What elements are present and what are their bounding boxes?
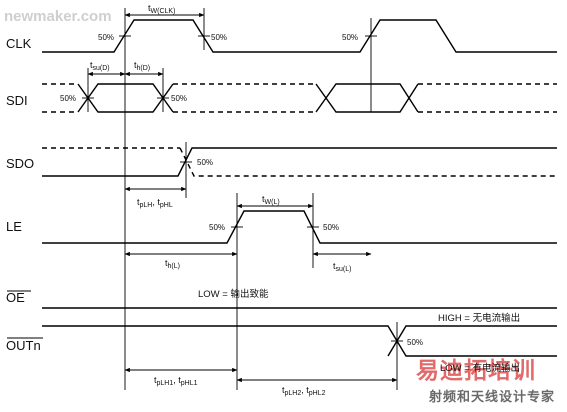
- pct-clk-rise-2: 50%: [342, 33, 358, 42]
- th-d-label: th(D): [134, 60, 150, 72]
- sdo-before-lower: [42, 147, 557, 177]
- signal-label-oe: OE: [6, 290, 25, 305]
- signal-label-sdi: SDI: [6, 93, 28, 108]
- sdi-data-valid-2: [315, 83, 419, 113]
- tp-sdo-label: tpLH, tpHL: [137, 197, 173, 209]
- th-le-label: th(L): [165, 258, 180, 270]
- pct-sdi-end: 50%: [171, 94, 187, 103]
- tp2-label: tpLH2, tpHL2: [282, 385, 326, 397]
- signal-label-sdo: SDO: [6, 156, 34, 171]
- pct-outn: 50%: [407, 338, 423, 347]
- signal-label-clk: CLK: [6, 36, 32, 51]
- le-waveform: [42, 210, 557, 244]
- tsu-le-label: tsu(L): [333, 261, 351, 273]
- sdi-dont-care-1: [42, 83, 316, 113]
- pct-clk-fall: 50%: [211, 33, 227, 42]
- threshold-marks: [82, 35, 403, 342]
- pct-clk-rise: 50%: [98, 33, 114, 42]
- tw-le-label: tW(L): [262, 194, 280, 206]
- signal-label-outn: OUTn: [6, 338, 41, 353]
- watermark-text: newmaker.com: [4, 8, 112, 25]
- sdi-dont-care-2: [418, 83, 557, 113]
- tw-clk-label: tW(CLK): [148, 3, 175, 15]
- oe-low-note: LOW = 输出致能: [198, 288, 269, 300]
- tp1-label: tpLH1, tpHL1: [154, 375, 198, 387]
- pct-le-rise: 50%: [209, 223, 225, 232]
- watermark-brand: 易迪拓培训: [416, 357, 536, 383]
- pct-sdi-start: 50%: [60, 94, 76, 103]
- outn-high-note: HIGH = 无电流输出: [438, 312, 520, 324]
- outn-waveform-low: [387, 325, 557, 357]
- outn-waveform-high: [42, 325, 557, 357]
- watermark-subtitle: 射频和天线设计专家: [428, 389, 555, 404]
- pct-sdo: 50%: [197, 158, 213, 167]
- pct-le-fall: 50%: [323, 223, 339, 232]
- tsu-d-label: tsu(D): [90, 60, 110, 72]
- outn-low-note: LOW = 有电流输出: [440, 362, 520, 374]
- sdo-after-lower: [179, 147, 557, 177]
- signal-label-le: LE: [6, 219, 22, 234]
